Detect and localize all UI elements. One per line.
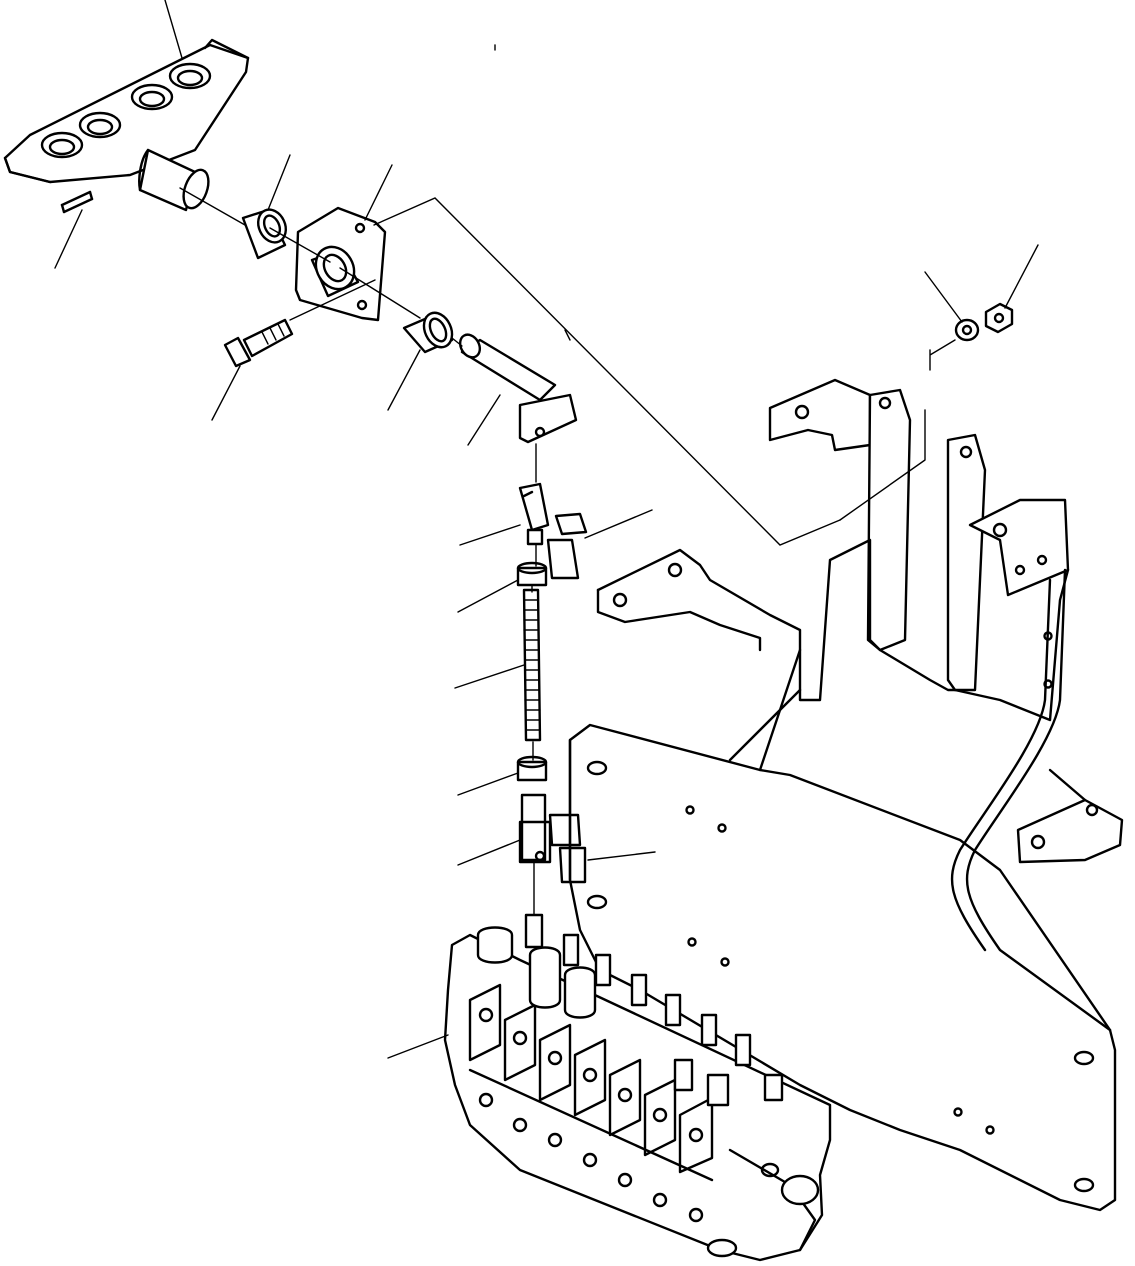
washer	[954, 318, 980, 342]
leader-bushing-lower	[387, 349, 421, 411]
mounting-frame	[568, 378, 1124, 1212]
leader-bushing-upper	[267, 154, 291, 211]
lock-nut-upper	[516, 561, 548, 587]
pedal-bracket	[3, 38, 250, 212]
leader-support-plate	[364, 164, 393, 221]
leader-lines	[54, 0, 1039, 1059]
leader-lock-nut-upper	[457, 579, 519, 613]
bolt	[223, 318, 294, 368]
leader-clevis-lower	[457, 839, 521, 866]
leader-clip-pin-lower	[587, 851, 656, 861]
threaded-rod	[522, 588, 542, 742]
leader-lock-nut-lower	[457, 772, 519, 796]
spring-pin	[60, 190, 94, 214]
clip-pin-upper	[546, 512, 588, 580]
bushing-lower	[402, 311, 454, 354]
leader-washer	[924, 271, 963, 323]
leader-bolt	[211, 365, 241, 421]
leader-clevis-upper	[459, 524, 521, 546]
pedal-shaft	[458, 333, 578, 444]
support-plate	[294, 206, 387, 322]
hex-nut	[984, 302, 1014, 334]
lock-nut-lower	[516, 755, 548, 782]
leader-pedal-shaft	[467, 394, 501, 446]
leader-spring-pin	[54, 209, 83, 269]
leader-threaded-rod	[454, 664, 525, 689]
clevis-lower	[518, 793, 552, 864]
clip-pin-lower	[548, 813, 587, 884]
leader-control-valve	[387, 1034, 449, 1059]
bushing-upper	[241, 208, 287, 260]
clevis-upper	[518, 482, 550, 546]
leader-pedal-bracket	[164, 0, 183, 59]
alignment-lines	[179, 44, 956, 916]
control-valve	[443, 913, 832, 1262]
leader-hex-nut	[1004, 244, 1039, 309]
leader-clip-pin-upper	[584, 509, 653, 539]
